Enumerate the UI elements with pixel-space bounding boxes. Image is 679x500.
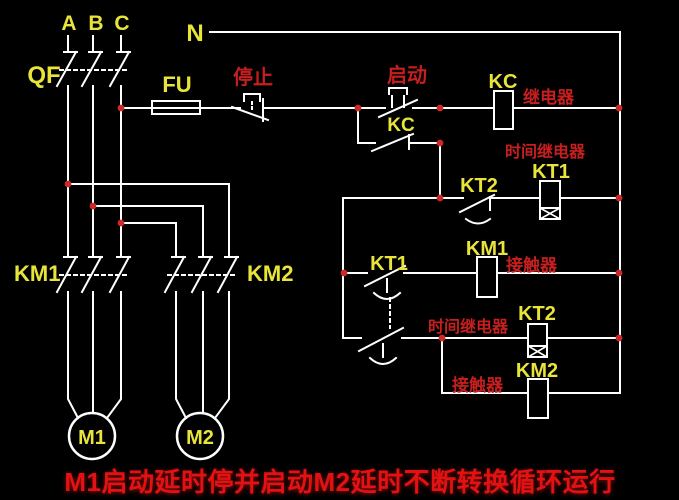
motor-m2-symbol [175,411,225,461]
kt1-delay-contact-1-symbol [363,264,407,300]
motor-m1-symbol [67,411,117,461]
neutral-line [209,31,621,394]
kc-coil-note: 继电器 [523,87,575,107]
kc-contact-label: KC [387,115,415,136]
kc-coil-symbol [493,90,514,130]
junction-dot [438,334,446,342]
junction-dot [436,194,444,202]
junction-dot [615,194,623,202]
control-row-5-wire [441,337,621,394]
kt1-contact-label: KT1 [370,253,408,275]
km1-coil-note: 接触器 [506,255,558,275]
neutral-label: N [186,20,203,47]
kc-latch-contact-symbol [357,107,441,199]
phase-a-label: A [61,12,76,35]
km2-coil-label: KM2 [516,360,558,382]
km2-main-contacts [163,255,239,420]
start-label: 启动 [387,63,427,87]
motor-m2-label: M2 [186,427,214,449]
stop-label: 停止 [233,65,273,89]
km1-main-contacts [55,255,131,420]
phase-branch-wires [67,183,230,258]
breaker-label: QF [27,62,60,89]
fuse-symbol [151,100,201,115]
junction-dot [436,104,444,112]
kt2-delay-contact-symbol [458,193,496,225]
three-phase-lines [67,35,122,258]
junction-dot [436,139,444,147]
junction-dot [340,269,348,277]
qf-breaker-symbol [55,50,131,88]
kt2-coil-symbol [526,323,549,359]
kt1-coil-label: KT1 [532,161,570,183]
phase-b-label: B [88,12,103,35]
kt2-coil-note: 时间继电器 [428,317,509,336]
junction-dot [615,269,623,277]
km1-coil-label: KM1 [466,238,508,260]
junction-dot [615,104,623,112]
junction-dot [89,202,97,210]
motor-m1-label: M1 [78,427,106,449]
kt1-coil-note: 时间继电器 [505,142,586,161]
junction-dot [117,104,125,112]
junction-dot [117,219,125,227]
km2-coil-symbol [527,378,549,419]
phase-c-label: C [114,12,129,35]
km1-contacts-label: KM1 [14,261,60,286]
kt2-coil-label: KT2 [518,303,556,325]
km1-coil-symbol [476,256,498,298]
junction-dots [64,104,623,342]
kt1-delay-contact-2-symbol [357,326,405,365]
start-button-symbol [377,87,419,119]
junction-dot [615,334,623,342]
caption: M1启动延时停并启动M2延时不断转换循环运行 [64,467,615,497]
junction-dot [64,180,72,188]
kc-coil-label: KC [489,71,518,93]
km2-contacts-label: KM2 [247,261,293,286]
kt2-contact-label: KT2 [460,175,498,197]
km2-coil-note: 接触器 [452,375,504,395]
fuse-label: FU [162,72,191,97]
junction-dot [354,104,362,112]
stop-button-symbol [230,93,270,122]
kt1-coil-symbol [538,180,562,221]
